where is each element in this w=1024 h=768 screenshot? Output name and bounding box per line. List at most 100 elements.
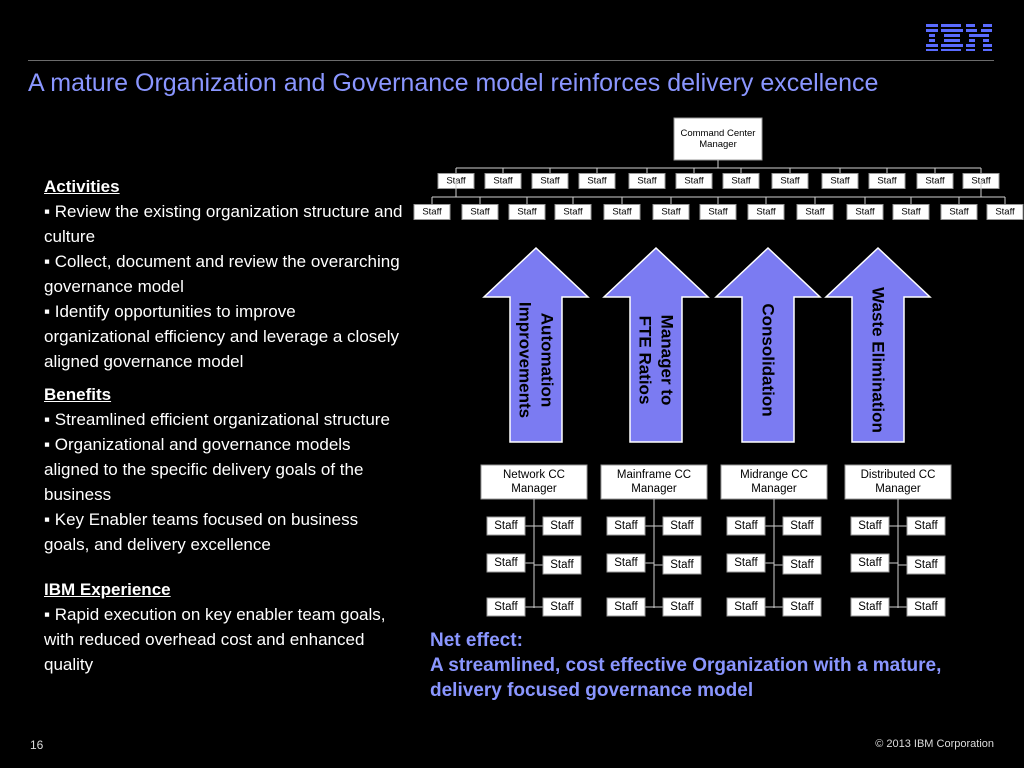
staff-row2-label: Staff [422,207,442,218]
staff-row2-label: Staff [805,207,825,218]
staff-row2-box [846,204,884,220]
staff-row1-box [722,173,760,189]
staff-right-box [542,555,582,575]
staff-left-label: Staff [614,601,638,613]
staff-row2-box [603,204,641,220]
staff-right-label: Staff [790,559,814,571]
staff-row2-label: Staff [563,207,583,218]
staff-row1-label: Staff [493,176,513,187]
arrow-label-group: Waste Elimination [869,287,888,433]
page-title: A mature Organization and Governance mod… [28,69,879,97]
activity-item: ▪ Identify opportunities to improve orga… [44,302,400,371]
staff-right-box [906,555,946,575]
cc-manager-label: Mainframe CC [617,469,691,481]
arrow-label: Automation [538,313,557,407]
cc-manager-label: Network CC [503,469,565,481]
staff-right-box [662,555,702,575]
staff-left-label: Staff [734,601,758,613]
staff-left-box [850,553,890,573]
staff-row1-box [484,173,522,189]
staff-left-label: Staff [858,557,882,569]
staff-row1-label: Staff [731,176,751,187]
staff-left-box [486,597,526,617]
staff-row2-box [796,204,834,220]
staff-row2-box [747,204,785,220]
staff-row2-label: Staff [855,207,875,218]
cc-manager-box [844,464,952,500]
benefit-item: ▪ Organizational and governance models a… [44,435,364,504]
cc-manager-label: Manager [511,483,557,495]
header-rule [28,60,994,61]
arrow-label: Improvements [516,302,535,418]
improvement-arrow [482,246,590,443]
staff-left-box [606,597,646,617]
staff-left-box [606,516,646,536]
left-column: Activities ▪ Review the existing organiz… [44,174,404,677]
staff-right-box [782,597,822,617]
staff-row2-box [508,204,546,220]
staff-row2-label: Staff [756,207,776,218]
arrow-label: FTE Ratios [636,316,655,405]
staff-row2-box [461,204,499,220]
staff-row1-box [628,173,666,189]
staff-row1-box [821,173,859,189]
cc-manager-label: Manager [631,483,677,495]
staff-row2-label: Staff [470,207,490,218]
staff-row2-box [940,204,978,220]
staff-right-label: Staff [914,601,938,613]
net-effect: Net effect: A streamlined, cost effectiv… [430,628,1010,703]
page-number: 16 [30,738,44,752]
staff-row1-label: Staff [780,176,800,187]
activity-item: ▪ Review the existing organization struc… [44,202,403,246]
staff-right-label: Staff [670,520,694,532]
improvement-arrow [602,246,710,443]
staff-row2-box [413,204,451,220]
staff-left-label: Staff [858,520,882,532]
staff-row1-label: Staff [925,176,945,187]
staff-left-label: Staff [734,557,758,569]
staff-left-box [726,516,766,536]
benefit-item: ▪ Key Enabler teams focused on business … [44,510,359,554]
staff-right-label: Staff [550,559,574,571]
staff-left-box [726,597,766,617]
staff-left-label: Staff [494,520,518,532]
activities-heading: Activities [44,177,120,196]
staff-right-label: Staff [670,559,694,571]
staff-left-box [726,553,766,573]
staff-right-box [662,516,702,536]
staff-right-box [782,516,822,536]
staff-right-label: Staff [550,601,574,613]
staff-right-label: Staff [670,601,694,613]
staff-row1-label: Staff [684,176,704,187]
cc-manager-label: Manager [751,483,797,495]
staff-row1-box [916,173,954,189]
staff-right-box [782,555,822,575]
staff-row2-box [892,204,930,220]
staff-right-label: Staff [790,520,814,532]
staff-row2-label: Staff [995,207,1015,218]
staff-left-box [850,597,890,617]
staff-row2-label: Staff [708,207,728,218]
command-center-manager-label: Manager [699,139,737,150]
staff-left-label: Staff [494,557,518,569]
staff-row1-box [578,173,616,189]
staff-right-box [906,516,946,536]
staff-row1-box [531,173,569,189]
staff-left-label: Staff [614,520,638,532]
staff-row2-label: Staff [901,207,921,218]
staff-right-label: Staff [550,520,574,532]
staff-row1-box [675,173,713,189]
activity-item: ▪ Collect, document and review the overa… [44,252,400,296]
net-effect-label: Net effect: [430,630,523,651]
staff-right-box [542,516,582,536]
arrow-label: Waste Elimination [869,287,888,433]
staff-row2-box [652,204,690,220]
improvement-arrow [824,246,932,443]
staff-row2-box [699,204,737,220]
staff-right-label: Staff [914,520,938,532]
command-center-manager-label: Command Center [681,128,756,139]
staff-right-box [542,597,582,617]
